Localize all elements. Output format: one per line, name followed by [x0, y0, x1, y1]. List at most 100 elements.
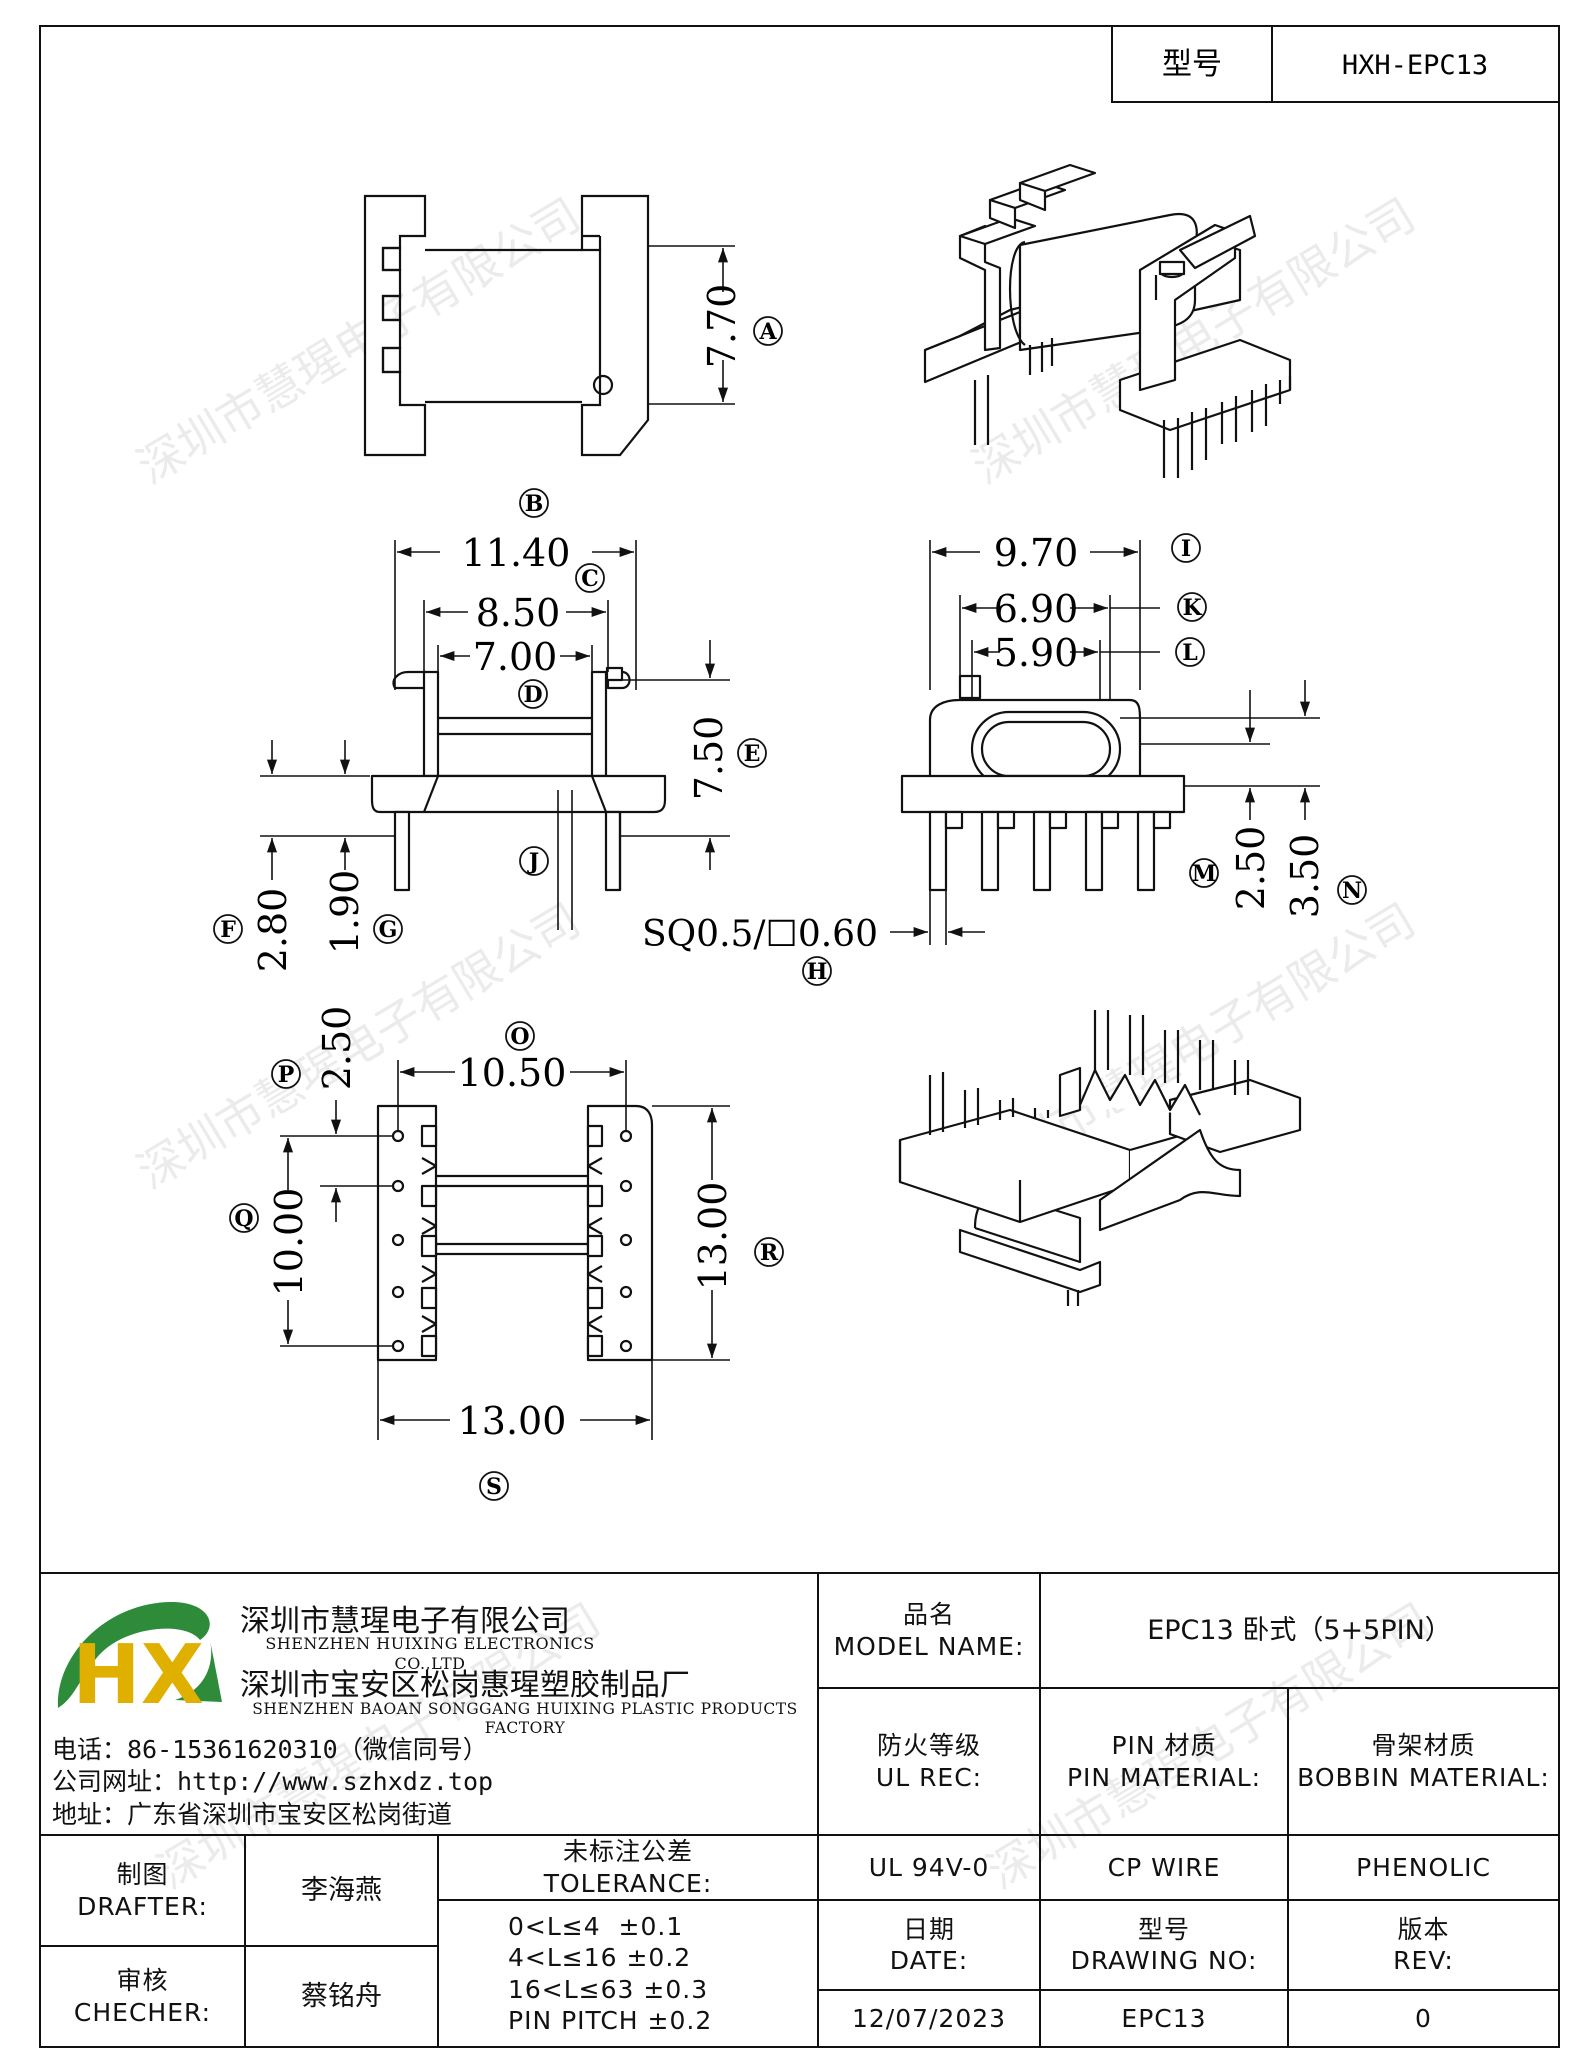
svg-text:F: F	[220, 917, 236, 943]
svg-text:L: L	[1182, 640, 1197, 666]
dim-S-value: 13.00	[458, 1399, 567, 1443]
front-view	[370, 666, 667, 892]
marker-R: R	[754, 1237, 784, 1267]
front-view-dims	[260, 540, 730, 930]
marker-K: K	[1177, 592, 1207, 622]
watermark-text: 深圳市慧瑆电子有限公司	[128, 188, 590, 495]
logo-letters: HX	[72, 1628, 204, 1723]
svg-text:H: H	[807, 959, 828, 985]
drawing-no-label-cn: 型号	[1137, 1914, 1190, 1944]
marker-B: B	[519, 488, 549, 518]
company-name-cn: 深圳市慧瑆电子有限公司	[240, 1604, 570, 1640]
tolerance-label: 未标注公差 TOLERANCE:	[438, 1835, 818, 1900]
bottom-view	[376, 1104, 654, 1362]
marker-A: A	[753, 316, 783, 346]
company-website-link[interactable]: 公司网址：http://www.szhxdz.top	[52, 1767, 494, 1797]
tolerance-line: 4<L≤16 ±0.2	[508, 1943, 692, 1973]
svg-text:J: J	[527, 849, 539, 875]
bobbin-material-label-cn: 骨架材质	[1371, 1731, 1476, 1761]
dim-D-value: 7.00	[473, 635, 558, 679]
date-label-en: DATE:	[889, 1946, 969, 1975]
marker-H: H	[802, 956, 832, 986]
marker-P: P	[271, 1059, 301, 1089]
svg-text:O: O	[510, 1024, 529, 1050]
marker-L: L	[1175, 637, 1205, 667]
logo-swoosh-icon	[57, 1601, 210, 1708]
dim-N-value: 3.50	[1283, 834, 1327, 919]
dim-A	[648, 245, 735, 405]
rev-label-en: REV:	[1393, 1946, 1454, 1975]
dim-O-value: 10.50	[458, 1051, 567, 1095]
marker-M: M	[1189, 858, 1219, 888]
title-block-grid	[40, 1572, 1559, 2047]
bobbin-material-label-en: BOBBIN MATERIAL:	[1297, 1762, 1550, 1792]
model-name-label-en: MODEL NAME:	[833, 1631, 1025, 1661]
svg-text:G: G	[379, 917, 398, 943]
logo-swoosh-icon	[175, 1640, 222, 1702]
tolerance-table: 0<L≤4 ±0.1 4<L≤16 ±0.2 16<L≤63 ±0.3 PIN …	[438, 1900, 818, 2047]
company-phone: 电话：86-15361620310（微信同号）	[52, 1735, 488, 1765]
date-label: 日期 DATE:	[818, 1900, 1040, 1990]
svg-text:I: I	[1181, 536, 1191, 562]
bobbin-material-value: PHENOLIC	[1356, 1852, 1491, 1882]
bottom-view-dims	[280, 1060, 730, 1440]
marker-E: E	[737, 738, 767, 768]
end-view-dims	[890, 540, 1320, 945]
dim-P-value: 2.50	[315, 1006, 359, 1091]
factory-name-en: SHENZHEN BAOAN SONGGANG HUIXING PLASTIC …	[252, 1699, 798, 1737]
dim-G-value: 1.90	[323, 870, 367, 955]
drafter-label-cn: 制图	[116, 1860, 169, 1890]
sheet-border	[39, 25, 1560, 2048]
side-view	[363, 194, 650, 457]
company-address: 地址：广东省深圳市宝安区松岗街道	[52, 1800, 453, 1830]
model-name-label: 品名 MODEL NAME:	[818, 1573, 1040, 1688]
ul-rec-label-en: UL REC:	[875, 1762, 983, 1792]
date-value: 12/07/2023	[851, 2003, 1007, 2033]
tolerance-line: PIN PITCH ±0.2	[508, 2005, 713, 2035]
drafter-label-en: DRAFTER:	[77, 1891, 208, 1921]
svg-text:S: S	[486, 1474, 502, 1500]
dim-F-value: 2.80	[251, 888, 295, 973]
checker-label-cn: 审核	[116, 1966, 169, 1996]
drawing-no-label: 型号 DRAWING NO:	[1040, 1900, 1288, 1990]
dim-B-value: 11.40	[462, 531, 571, 575]
rev-value: 0	[1415, 2003, 1432, 2033]
marker-S: S	[479, 1471, 509, 1501]
checker-label: 审核 CHECHER:	[40, 1946, 245, 2047]
drawing-no-value: EPC13	[1121, 2003, 1207, 2033]
iso-view-bottom	[898, 1010, 1302, 1306]
marker-F: F	[213, 914, 243, 944]
rev-label: 版本 REV:	[1288, 1900, 1559, 1990]
ul-rec-label-cn: 防火等级	[876, 1731, 981, 1761]
ul-rec-value: UL 94V-0	[868, 1852, 990, 1882]
model-box	[1111, 25, 1560, 103]
dim-C-value: 8.50	[476, 591, 561, 635]
svg-text:E: E	[744, 741, 761, 767]
dim-R-value: 13.00	[691, 1182, 735, 1291]
svg-text:Q: Q	[234, 1206, 253, 1232]
company-name-en: SHENZHEN HUIXING ELECTRONICS CO.,LTD	[265, 1634, 595, 1673]
pin-material-label-en: PIN MATERIAL:	[1066, 1762, 1262, 1792]
marker-G: G	[373, 914, 403, 944]
dim-I-value: 9.70	[994, 531, 1079, 575]
bobbin-material-label: 骨架材质 BOBBIN MATERIAL:	[1288, 1688, 1559, 1835]
svg-text:D: D	[523, 682, 542, 708]
svg-text:A: A	[758, 319, 777, 345]
model-name-value: EPC13 卧式（5+5PIN）	[1147, 1614, 1452, 1646]
dim-Q-value: 10.00	[267, 1188, 311, 1297]
dim-A-value: 7.70	[700, 284, 744, 369]
model-label: 型号	[1162, 47, 1222, 82]
ul-rec-label: 防火等级 UL REC:	[818, 1688, 1040, 1835]
marker-I: I	[1171, 533, 1201, 563]
drafter-value: 李海燕	[301, 1874, 382, 1906]
dim-L-value: 5.90	[994, 631, 1079, 675]
marker-N: N	[1337, 875, 1367, 905]
dim-K-value: 6.90	[994, 587, 1079, 631]
pin-material-value: CP WIRE	[1107, 1852, 1221, 1882]
svg-text:K: K	[1182, 595, 1202, 621]
marker-layer: A B C D E F G H I J K L M N O P Q R S	[213, 316, 1367, 1501]
tolerance-line: 16<L≤63 ±0.3	[508, 1974, 709, 2004]
tolerance-label-cn: 未标注公差	[562, 1837, 693, 1867]
